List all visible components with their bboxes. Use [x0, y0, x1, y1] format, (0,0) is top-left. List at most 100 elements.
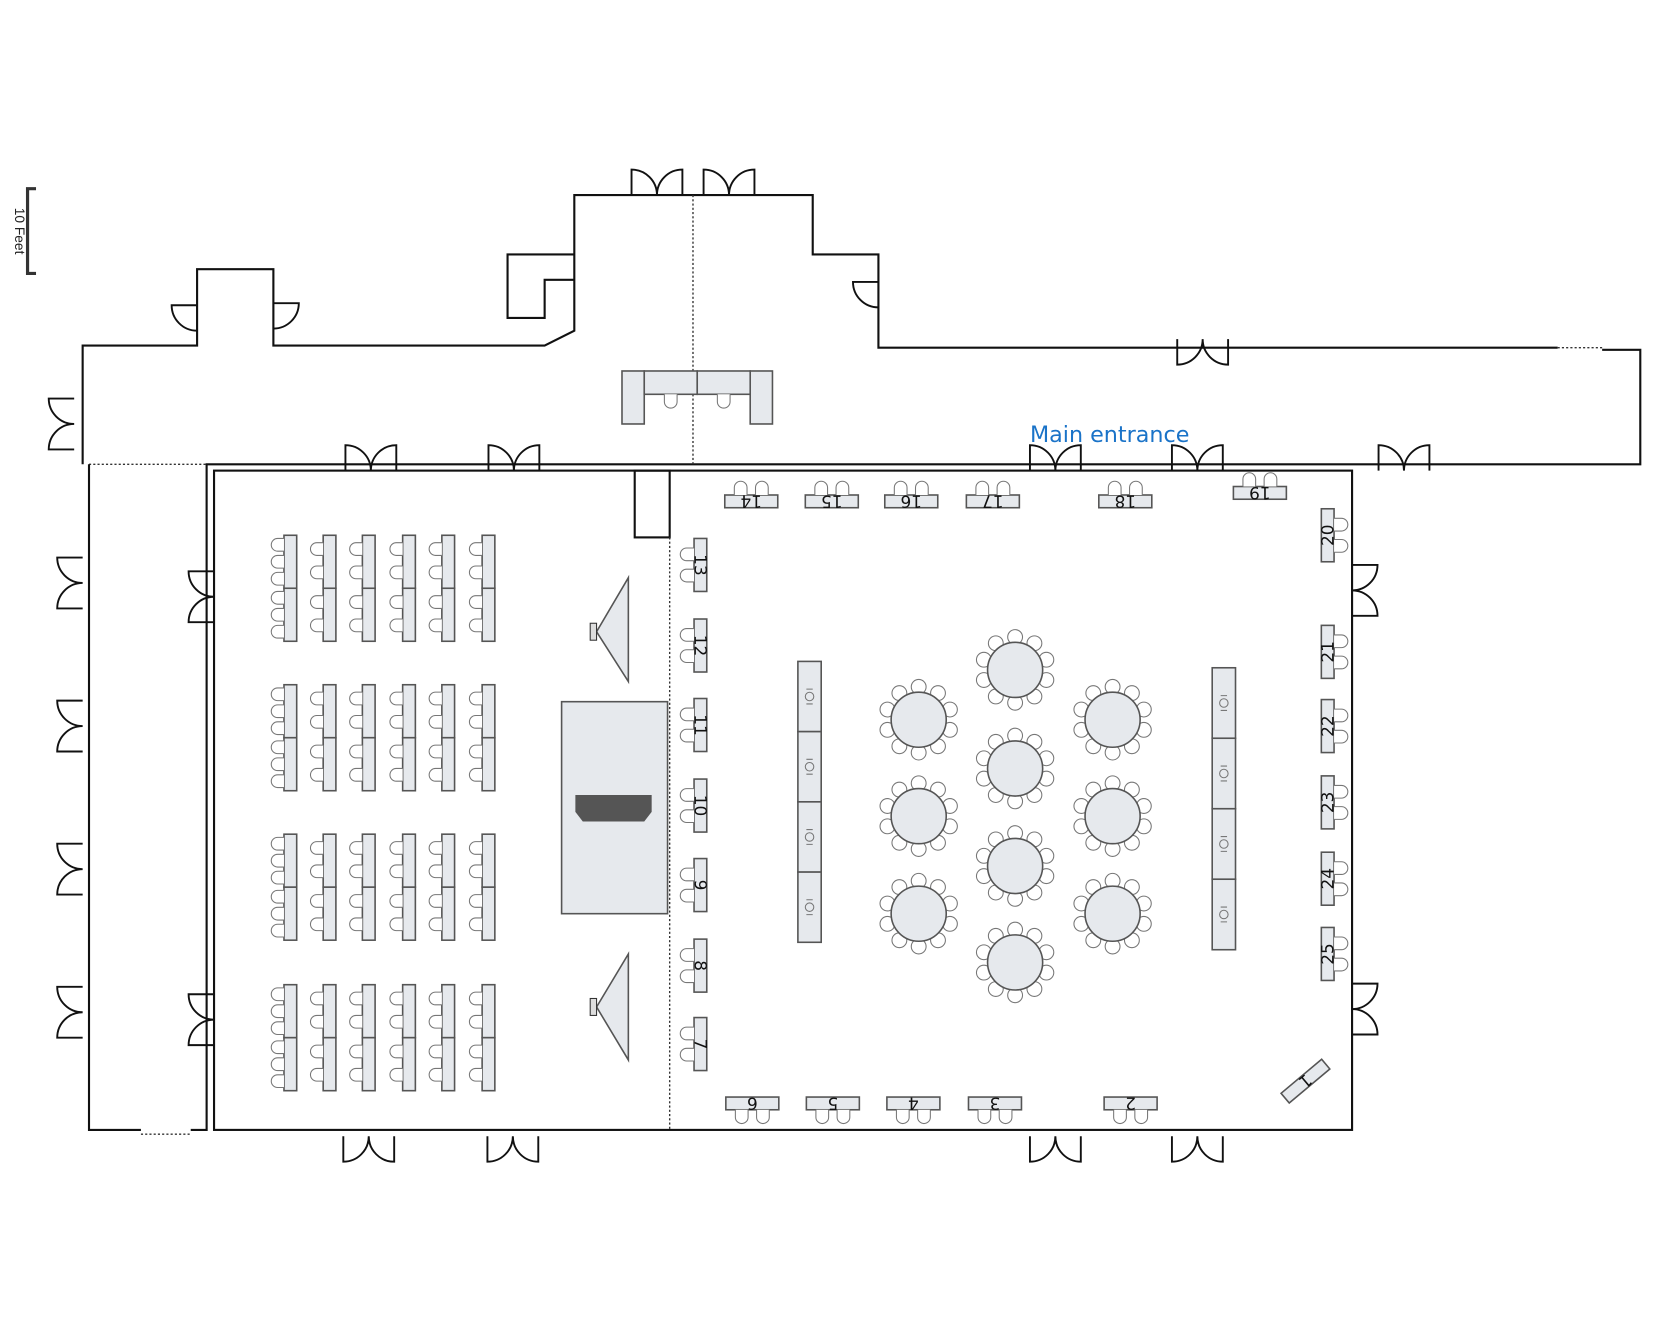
- table-number: 15: [821, 491, 843, 511]
- classroom-table: [481, 587, 496, 643]
- classroom-table: [441, 983, 456, 1039]
- chair-icon: [389, 565, 403, 580]
- double-door[interactable]: [1170, 444, 1224, 471]
- round-table: [1073, 678, 1152, 761]
- door-swing-icon: [56, 556, 83, 610]
- round-table: [975, 629, 1055, 711]
- double-door[interactable]: [187, 993, 215, 1047]
- double-door[interactable]: [344, 444, 398, 471]
- table-top: [1320, 698, 1335, 754]
- classroom-table: [401, 1036, 417, 1092]
- double-door[interactable]: [487, 444, 541, 471]
- double-door[interactable]: [187, 570, 215, 624]
- table-number: 19: [1249, 483, 1271, 503]
- chair-icon: [389, 767, 403, 782]
- chair-icon: [1334, 708, 1349, 723]
- door-swing-icon: [56, 842, 83, 896]
- place-setting-icon: [1219, 698, 1229, 708]
- table-number: 4: [908, 1093, 919, 1113]
- table-number: 17: [982, 491, 1004, 511]
- table-number: 16: [900, 491, 922, 511]
- chair-icon: [309, 1067, 324, 1082]
- chair-icon: [309, 618, 324, 633]
- chair-icon: [428, 1067, 442, 1082]
- double-door[interactable]: [1377, 444, 1431, 471]
- classroom-table: [401, 587, 417, 643]
- chair-icon: [270, 889, 284, 904]
- chair-icon: [468, 542, 483, 556]
- chair-icon: [468, 691, 483, 706]
- classroom-table: [322, 833, 337, 888]
- classroom-table: [283, 534, 298, 590]
- chair-icon: [428, 917, 442, 932]
- classroom-table: [283, 587, 298, 643]
- numbered-table: 2: [1103, 1093, 1158, 1125]
- chair-icon: [389, 542, 403, 556]
- chair-icon: [349, 595, 363, 609]
- buffet-table: [1211, 666, 1237, 951]
- table-top: [693, 697, 708, 753]
- chair-icon: [270, 870, 284, 885]
- place-setting-icon: [1220, 906, 1228, 923]
- double-door[interactable]: [630, 168, 684, 196]
- chair-icon: [389, 841, 403, 855]
- table-top: [986, 837, 1044, 895]
- classroom-table: [361, 983, 376, 1039]
- chair-icon: [349, 767, 363, 782]
- round-table: [1073, 775, 1152, 857]
- round-table: [879, 872, 958, 955]
- double-door[interactable]: [1352, 982, 1379, 1036]
- door-swing-icon: [1028, 1136, 1082, 1163]
- chair-icon: [349, 691, 363, 706]
- double-door[interactable]: [56, 842, 83, 896]
- numbered-table: 1: [1279, 1058, 1331, 1105]
- chair-icon: [309, 595, 324, 609]
- double-door[interactable]: [56, 985, 83, 1039]
- chair-icon: [428, 618, 442, 633]
- chair-icon: [468, 744, 483, 759]
- double-door[interactable]: [1176, 339, 1230, 366]
- classroom-table: [481, 833, 496, 888]
- single-door[interactable]: [852, 280, 879, 309]
- chair-icon: [349, 1044, 363, 1059]
- double-door[interactable]: [56, 699, 83, 753]
- table-top: [693, 778, 708, 833]
- chair-icon: [309, 841, 324, 855]
- chair-icon: [1107, 480, 1122, 495]
- table-top: [693, 857, 708, 913]
- place-setting-icon: [804, 761, 815, 772]
- double-door[interactable]: [702, 168, 756, 196]
- chair-icon: [309, 744, 324, 759]
- double-door[interactable]: [1028, 1136, 1082, 1163]
- classroom-table: [441, 534, 456, 590]
- chair-icon: [309, 691, 324, 706]
- double-door[interactable]: [1352, 564, 1379, 617]
- chair-icon: [389, 864, 403, 879]
- projection-screen: [595, 951, 630, 1063]
- table-top: [986, 934, 1044, 991]
- single-door[interactable]: [170, 304, 198, 332]
- chair-icon: [663, 394, 678, 409]
- numbered-table: 17: [965, 480, 1021, 511]
- door-swing-icon: [187, 993, 215, 1047]
- pillar-box: [633, 469, 671, 539]
- double-door[interactable]: [486, 1136, 540, 1163]
- single-door[interactable]: [273, 302, 300, 330]
- double-door[interactable]: [47, 397, 75, 451]
- place-setting-icon: [806, 899, 813, 916]
- door-swing-icon: [1377, 444, 1431, 471]
- table-top: [1320, 851, 1335, 906]
- classroom-table: [361, 1036, 376, 1092]
- double-door[interactable]: [1170, 1136, 1224, 1163]
- chair-icon: [1334, 729, 1349, 744]
- table-top: [1084, 691, 1141, 749]
- chair-icon: [428, 595, 442, 609]
- chair-icon: [349, 864, 363, 879]
- door-swing-icon: [486, 1136, 540, 1163]
- double-door[interactable]: [56, 556, 83, 610]
- double-door[interactable]: [1028, 444, 1082, 471]
- double-door[interactable]: [342, 1136, 396, 1163]
- numbered-table: 11: [679, 697, 710, 753]
- table-number: 12: [690, 635, 710, 657]
- chair-icon: [1334, 517, 1349, 532]
